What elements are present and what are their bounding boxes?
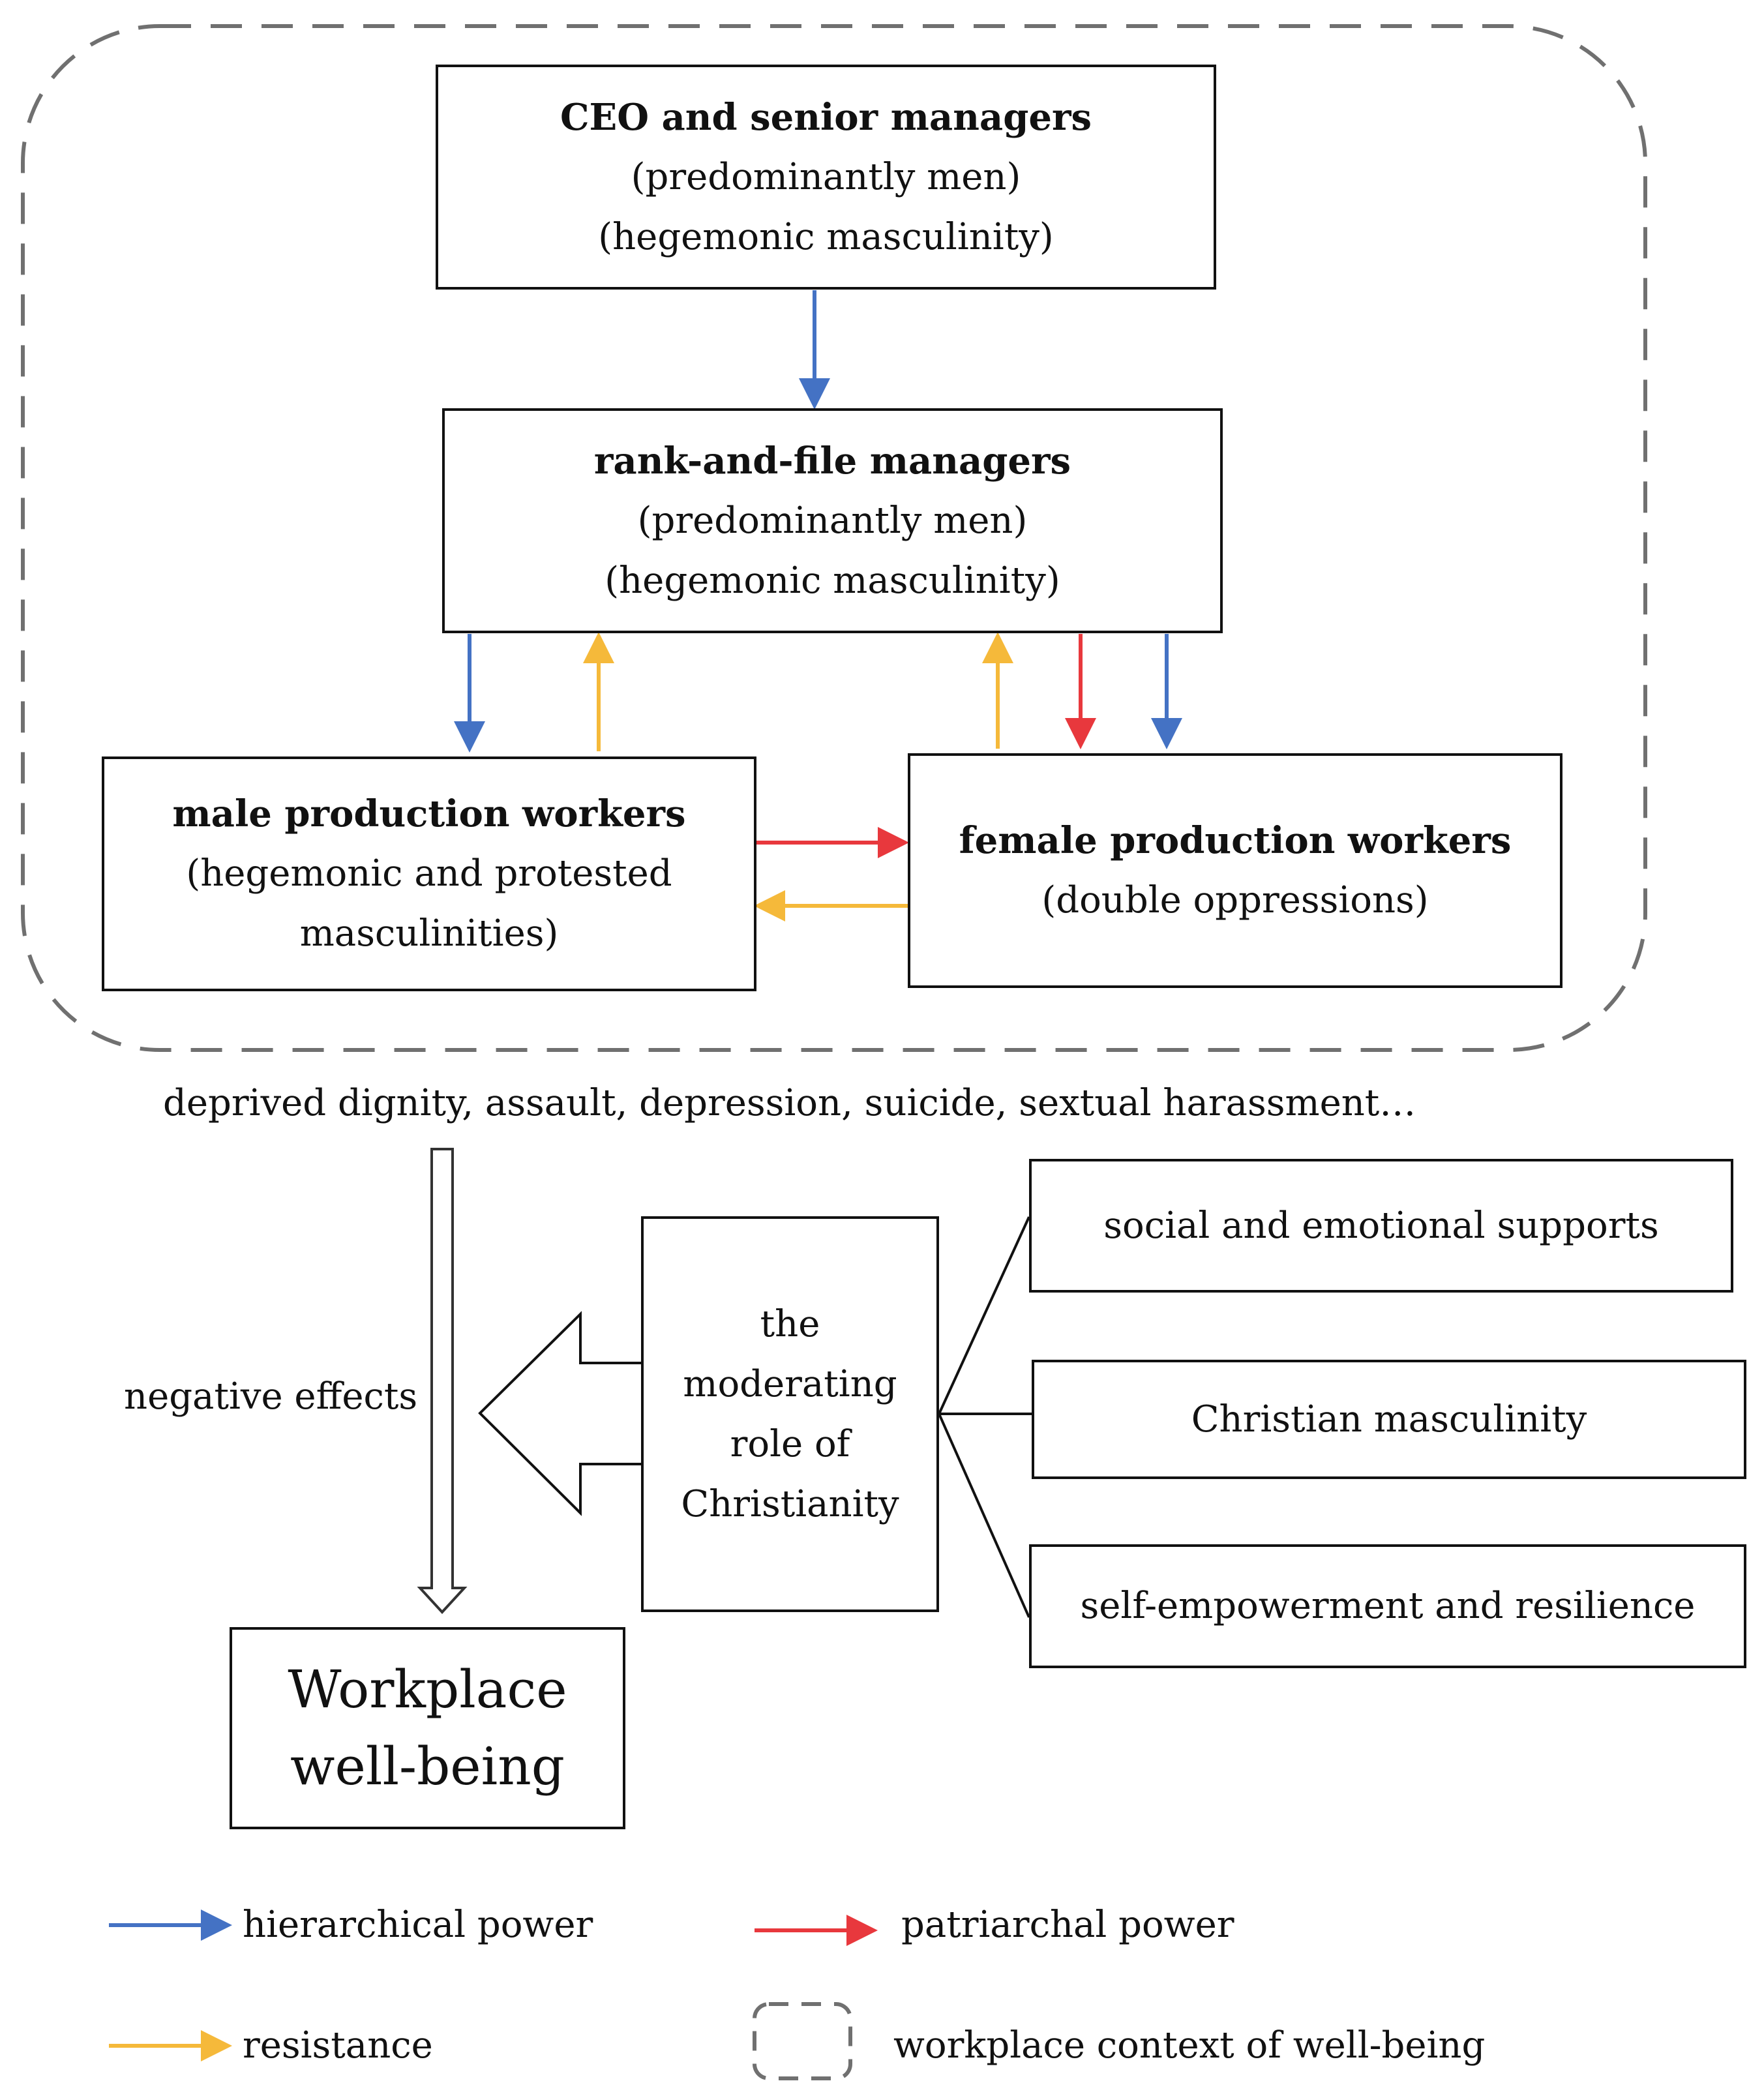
- male-title: male production workers: [172, 792, 686, 835]
- legend-context-label: workplace context of well-being: [893, 2024, 1486, 2067]
- ceo-box: CEO and senior managers (predominantly m…: [436, 65, 1216, 290]
- christian-masculinity-label: Christian masculinity: [1191, 1398, 1587, 1441]
- male-line2: (hegemonic and protested: [186, 852, 672, 895]
- christianity-box: the moderating role of Christianity: [641, 1216, 939, 1612]
- resilience-label: self-empowerment and resilience: [1080, 1585, 1696, 1627]
- legend-hierarchical-label: hierarchical power: [243, 1904, 593, 1946]
- negative-effects-label: negative effects: [124, 1375, 418, 1418]
- resilience-box: self-empowerment and resilience: [1029, 1544, 1746, 1668]
- effects-text: deprived dignity, assault, depression, s…: [163, 1082, 1416, 1124]
- ceo-line2: (predominantly men): [631, 155, 1021, 198]
- ceo-line3: (hegemonic masculinity): [598, 215, 1054, 258]
- negative-effects-arrow: [417, 1148, 468, 1614]
- workplace-context-boundary: [21, 24, 1647, 1052]
- rank-line3: (hegemonic masculinity): [605, 559, 1060, 602]
- wellbeing-line2: well-being: [290, 1736, 565, 1797]
- wellbeing-box: Workplace well-being: [230, 1627, 625, 1829]
- moderating-arrow: [478, 1311, 641, 1516]
- wellbeing-line1: Workplace: [288, 1659, 567, 1720]
- male-box: male production workers (hegemonic and p…: [102, 756, 756, 991]
- christianity-line3: role of: [730, 1422, 850, 1465]
- rank-title: rank-and-file managers: [593, 439, 1071, 483]
- female-box: female production workers (double oppres…: [908, 753, 1562, 988]
- rank-line2: (predominantly men): [637, 499, 1028, 542]
- christianity-line2: moderating: [683, 1362, 897, 1405]
- female-title: female production workers: [959, 819, 1512, 862]
- connector-to-supports: [938, 1216, 1030, 1415]
- legend-resistance-label: resistance: [243, 2024, 433, 2067]
- rank-box: rank-and-file managers (predominantly me…: [442, 408, 1223, 633]
- legend-patriarchal-label: patriarchal power: [901, 1904, 1234, 1946]
- christian-masculinity-box: Christian masculinity: [1032, 1360, 1746, 1479]
- supports-label: social and emotional supports: [1103, 1204, 1659, 1247]
- connector-to-resilience: [938, 1413, 1030, 1618]
- ceo-title: CEO and senior managers: [560, 95, 1092, 139]
- female-line2: (double oppressions): [1041, 879, 1429, 921]
- male-line3: masculinities): [299, 912, 559, 955]
- supports-box: social and emotional supports: [1029, 1159, 1733, 1293]
- christianity-line1: the: [760, 1302, 820, 1345]
- christianity-line4: Christianity: [681, 1482, 899, 1525]
- legend-context-dashed-box: [753, 2002, 852, 2080]
